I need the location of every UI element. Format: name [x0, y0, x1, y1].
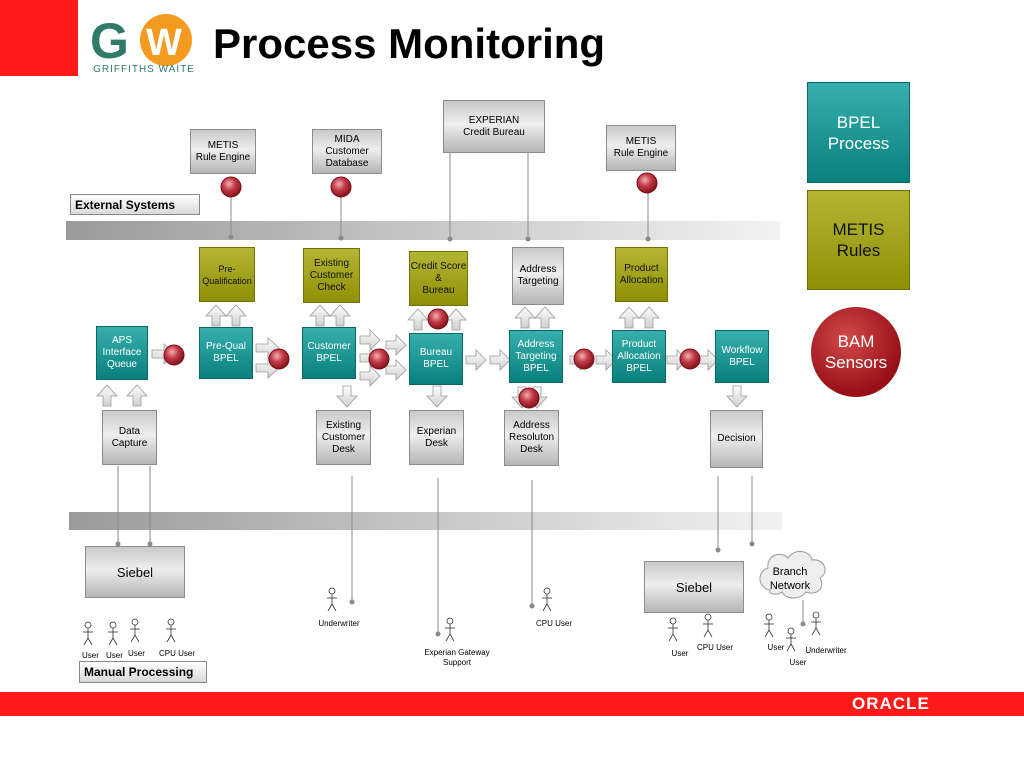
address-targeting-bpel: Address Targeting BPEL: [509, 330, 563, 383]
sensor: [679, 348, 701, 370]
user-actor-icon: [166, 618, 176, 643]
actor-label: User: [671, 649, 689, 658]
sensor: [220, 176, 242, 198]
mida-customer-database: MIDA Customer Database: [312, 129, 382, 174]
sensor: [573, 348, 595, 370]
actor-label: User: [767, 643, 785, 652]
oracle-logo: ORACLE: [852, 694, 930, 713]
metis-rule-engine-1: METIS Rule Engine: [190, 129, 256, 174]
user-actor-icon: [542, 587, 552, 612]
bureau-bpel: Bureau BPEL: [409, 333, 463, 385]
pre-qual-bpel: Pre-Qual BPEL: [199, 327, 253, 379]
user-actor-icon: [764, 613, 774, 638]
sensor: [636, 172, 658, 194]
user-actor-icon: [786, 627, 796, 652]
manual-lane-bar: [69, 512, 782, 530]
user-actor-icon: [108, 621, 118, 646]
workflow-bpel: Workflow BPEL: [715, 330, 769, 383]
actor-label: Experian Gateway Support: [424, 648, 490, 667]
existing-customer-desk: Existing Customer Desk: [316, 410, 371, 465]
user-actor-icon: [130, 618, 140, 643]
svg-text:W: W: [146, 22, 182, 64]
actor-label: User: [789, 658, 807, 667]
actor-label: CPU User: [158, 649, 195, 658]
footer-bar: [0, 692, 1024, 716]
siebel-right: Siebel: [644, 561, 744, 613]
experian-credit-bureau: EXPERIAN Credit Bureau: [443, 100, 545, 153]
product-allocation-bpel: Product Allocation BPEL: [612, 330, 666, 383]
legend-bam-sensors: BAM Sensors: [811, 307, 901, 397]
sensor: [368, 348, 390, 370]
actor-label: User: [82, 651, 99, 660]
logo-subtitle: GRIFFITHS WAITE: [93, 64, 195, 75]
user-actor-icon: [83, 621, 93, 646]
rule-credit-score-bureau: Credit Score & Bureau: [409, 251, 468, 306]
cloud-shape: [759, 551, 826, 599]
rule-pre-qualification: Pre- Qualification: [199, 247, 255, 302]
user-actor-icon: [668, 617, 678, 642]
experian-desk: Experian Desk: [409, 410, 464, 465]
manual-processing-label: Manual Processing: [79, 661, 207, 683]
data-capture: Data Capture: [102, 410, 157, 465]
legend-metis-rules: METIS Rules: [807, 190, 910, 290]
address-resolution-desk: Address Resoluton Desk: [504, 410, 559, 466]
sensor: [518, 387, 540, 409]
rule-product-allocation: Product Allocation: [615, 247, 668, 302]
page-title: Process Monitoring: [213, 20, 606, 67]
actor-label: Underwriter: [318, 619, 360, 628]
customer-bpel: Customer BPEL: [302, 327, 356, 379]
actor-label: Underwriter: [805, 646, 847, 655]
external-lane-bar: [66, 221, 780, 240]
griffiths-waite-logo: G W: [90, 13, 192, 69]
branch-network-label: Branch Network: [769, 566, 811, 592]
rule-address-targeting: Address Targeting: [512, 247, 564, 305]
sensor: [163, 344, 185, 366]
rule-existing-customer-check: Existing Customer Check: [303, 248, 360, 303]
aps-interface-queue: APS Interface Queue: [96, 326, 148, 380]
corner-accent: [0, 0, 78, 76]
siebel-left: Siebel: [85, 546, 185, 598]
legend-bpel-process: BPEL Process: [807, 82, 910, 183]
svg-text:G: G: [90, 13, 129, 69]
actor-label: CPU User: [696, 643, 733, 652]
user-actor-icon: [327, 587, 337, 612]
sensor: [330, 176, 352, 198]
sensor: [427, 308, 449, 330]
metis-rule-engine-2: METIS Rule Engine: [606, 125, 676, 171]
user-actor-icon: [811, 611, 821, 636]
sensor: [268, 348, 290, 370]
actor-label: CPU User: [535, 619, 572, 628]
external-systems-label: External Systems: [70, 194, 200, 215]
actor-label: User: [128, 649, 145, 658]
decision: Decision: [710, 410, 763, 468]
user-actor-icon: [703, 613, 713, 638]
actor-label: User: [106, 651, 123, 660]
user-actor-icon: [445, 617, 455, 642]
